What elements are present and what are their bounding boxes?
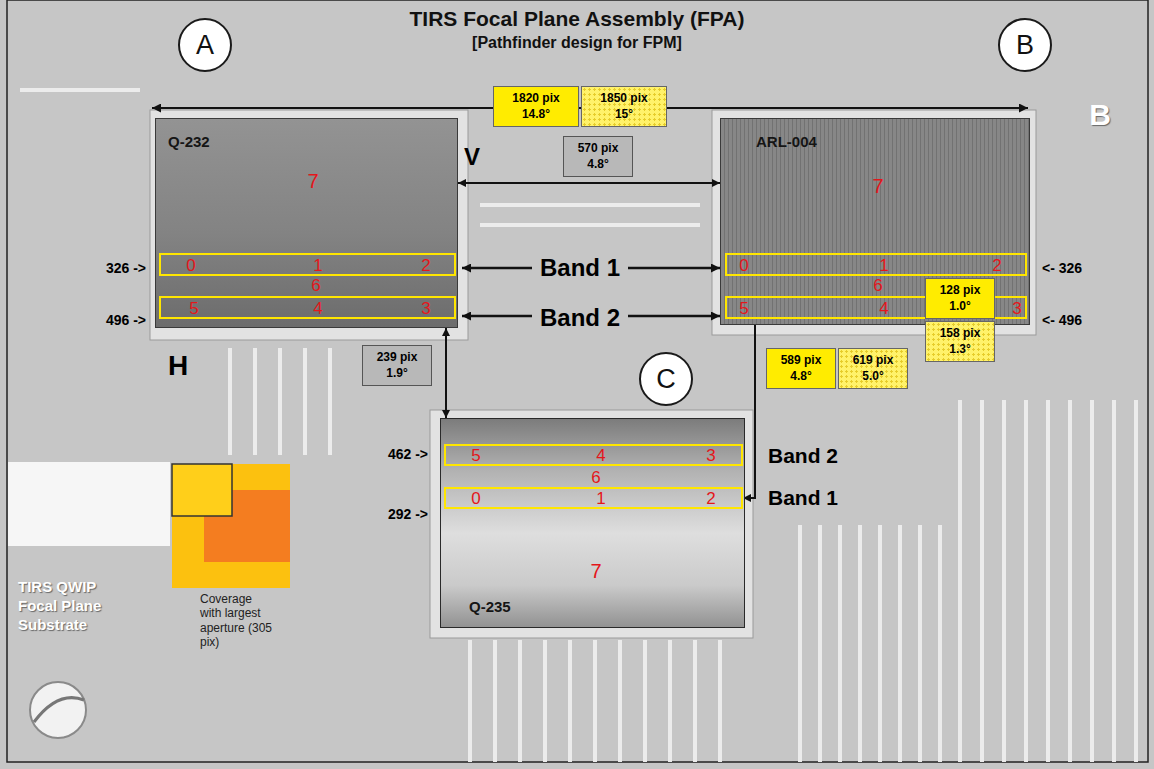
row-number: <- 326 — [1042, 261, 1082, 275]
dimension-arrow — [458, 182, 720, 184]
circle-outline — [999, 19, 1051, 71]
band-leader — [462, 315, 532, 318]
callout-letter: B — [1016, 32, 1034, 59]
band-stripe: 5 4 3 — [444, 444, 743, 466]
zone-number: 5 — [739, 299, 748, 316]
zone-number: 6 — [311, 277, 320, 294]
dimension-box: 158 pix 1.3° — [925, 321, 995, 362]
circle-outline — [179, 19, 231, 71]
band-stripe: 0 1 2 — [159, 253, 456, 276]
chip-frame — [712, 110, 1036, 335]
detector-array: Q-232 7 6 0 1 2 5 4 3 — [155, 118, 458, 328]
substrate-trace — [230, 348, 330, 455]
row-number: 326 -> — [106, 261, 146, 275]
callout-circle: A — [177, 17, 233, 73]
zone-number: 4 — [879, 299, 888, 316]
watermark: TIRS QWIP Focal Plane Substrate — [18, 578, 130, 634]
zone-number: 5 — [189, 299, 198, 316]
chip-frame — [430, 410, 753, 638]
aperture-coverage — [172, 464, 290, 588]
band-label: Band 1 — [768, 487, 838, 508]
substrate-trace — [470, 640, 720, 762]
band-leader — [628, 267, 720, 270]
zone-number: 6 — [873, 277, 882, 294]
zone-number: 0 — [739, 256, 748, 273]
zone-number: 2 — [706, 490, 715, 507]
band-stripe: 0 1 2 — [444, 487, 743, 509]
dimension-value: 158 pix 1.3° — [931, 326, 989, 357]
dimension-box: 239 pix 1.9° — [362, 345, 432, 386]
subtitle: [Pathfinder design for FPM] — [472, 35, 682, 51]
zone-number: 7 — [872, 176, 883, 196]
circle-outline — [640, 353, 692, 405]
detector-id: ARL-004 — [756, 134, 817, 149]
row-number: 496 -> — [106, 313, 146, 327]
zone-number: 7 — [590, 561, 601, 581]
dimension-box: 1850 pix 15° — [581, 86, 667, 127]
row-number: <- 496 — [1042, 313, 1082, 327]
dimension-value: 128 pix 1.0° — [931, 283, 989, 314]
zone-number: 4 — [313, 299, 322, 316]
dimension-value: 570 pix 4.8° — [569, 141, 627, 172]
watermark: B — [1089, 100, 1111, 130]
zone-number: 2 — [992, 256, 1001, 273]
substrate-photo — [7, 0, 1148, 762]
zone-number: 3 — [706, 447, 715, 464]
detector-array: 6 7Q-235 5 4 3 0 1 2 — [440, 418, 745, 628]
zone-number: 1 — [596, 490, 605, 507]
dimension-box: 570 pix 4.8° — [563, 136, 633, 177]
dimension-box: 589 pix 4.8° — [766, 348, 836, 389]
zone-number: 5 — [471, 447, 480, 464]
dimension-arrow — [445, 328, 447, 418]
zone-number: 1 — [879, 256, 888, 273]
dimension-value: 1850 pix 15° — [595, 91, 653, 122]
callout-letter: C — [656, 366, 676, 393]
nasa-logo — [30, 682, 86, 738]
axis-label: H — [168, 352, 188, 380]
band-leader — [628, 315, 720, 318]
row-number: 462 -> — [388, 447, 428, 461]
callout-circle: B — [997, 17, 1053, 73]
band-label: Band 2 — [540, 306, 620, 330]
dimension-box: 128 pix 1.0° — [925, 278, 995, 319]
band-leader — [462, 267, 532, 270]
dimension-value: 589 pix 4.8° — [772, 353, 830, 384]
band-stripe: 5 4 3 — [159, 296, 456, 319]
dimension-box: 619 pix 5.0° — [838, 348, 908, 389]
aperture-coverage — [172, 464, 232, 516]
substrate-trace — [960, 400, 1136, 762]
zone-number: 3 — [1012, 299, 1021, 316]
dimension-value: 239 pix 1.9° — [368, 350, 426, 381]
zone-number: 7 — [307, 171, 318, 191]
band-label: Band 1 — [540, 256, 620, 280]
dimension-box: 1820 pix 14.8° — [493, 86, 579, 127]
dimension-value: 1820 pix 14.8° — [507, 91, 565, 122]
zone-number: 1 — [313, 256, 322, 273]
dimension-value: 619 pix 5.0° — [844, 353, 902, 384]
zone-number: 3 — [421, 299, 430, 316]
zone-number: 6 — [591, 468, 600, 485]
diagram-title: TIRS Focal Plane Assembly (FPA) — [410, 8, 745, 29]
zone-number: 2 — [421, 256, 430, 273]
callout-circle: C — [638, 351, 694, 407]
detector-id: Q-235 — [469, 599, 511, 614]
white-pad — [8, 462, 170, 546]
row-number: 292 -> — [388, 507, 428, 521]
axis-label: V — [464, 145, 480, 169]
band-label: Band 2 — [768, 445, 838, 466]
zone-number: 0 — [471, 490, 480, 507]
callout-letter: A — [196, 32, 214, 59]
chip-frame — [150, 110, 468, 340]
band-stripe: 0 1 2 — [725, 253, 1027, 276]
detector-id: Q-232 — [168, 134, 210, 149]
nasa-logo — [34, 698, 84, 722]
zone-number: 4 — [596, 447, 605, 464]
substrate-trace — [800, 525, 940, 762]
zone-number: 0 — [186, 256, 195, 273]
coverage-note: Coverage with largest aperture (305 pix) — [200, 592, 274, 650]
